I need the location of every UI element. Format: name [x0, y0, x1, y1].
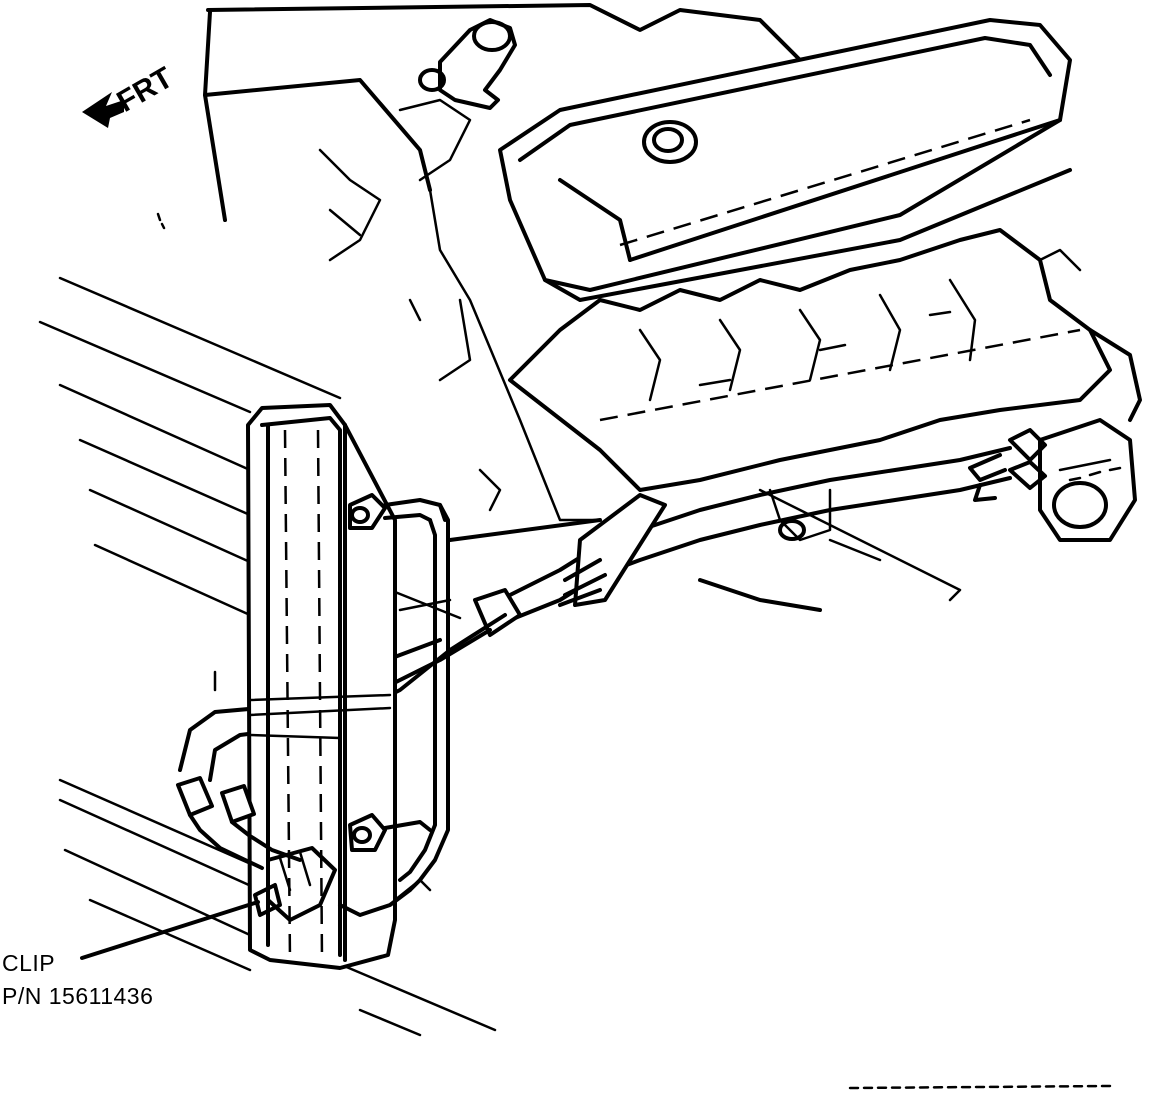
water-outlet	[398, 18, 517, 182]
arrow-front-icon	[82, 92, 124, 128]
oil-filter-adapter	[1008, 418, 1137, 542]
bottom-border-fragment	[848, 1084, 1112, 1090]
exhaust-manifold	[508, 228, 1142, 492]
lower-hoses	[176, 776, 412, 922]
speck	[156, 212, 166, 230]
clip-label: CLIP	[2, 950, 56, 976]
clip-part-number: P/N 15611436	[2, 983, 154, 1009]
line-bracket	[558, 493, 667, 607]
auxiliary-oil-cooler	[246, 403, 450, 970]
valve-cover	[498, 18, 1072, 302]
clip-leader-line	[80, 900, 260, 960]
